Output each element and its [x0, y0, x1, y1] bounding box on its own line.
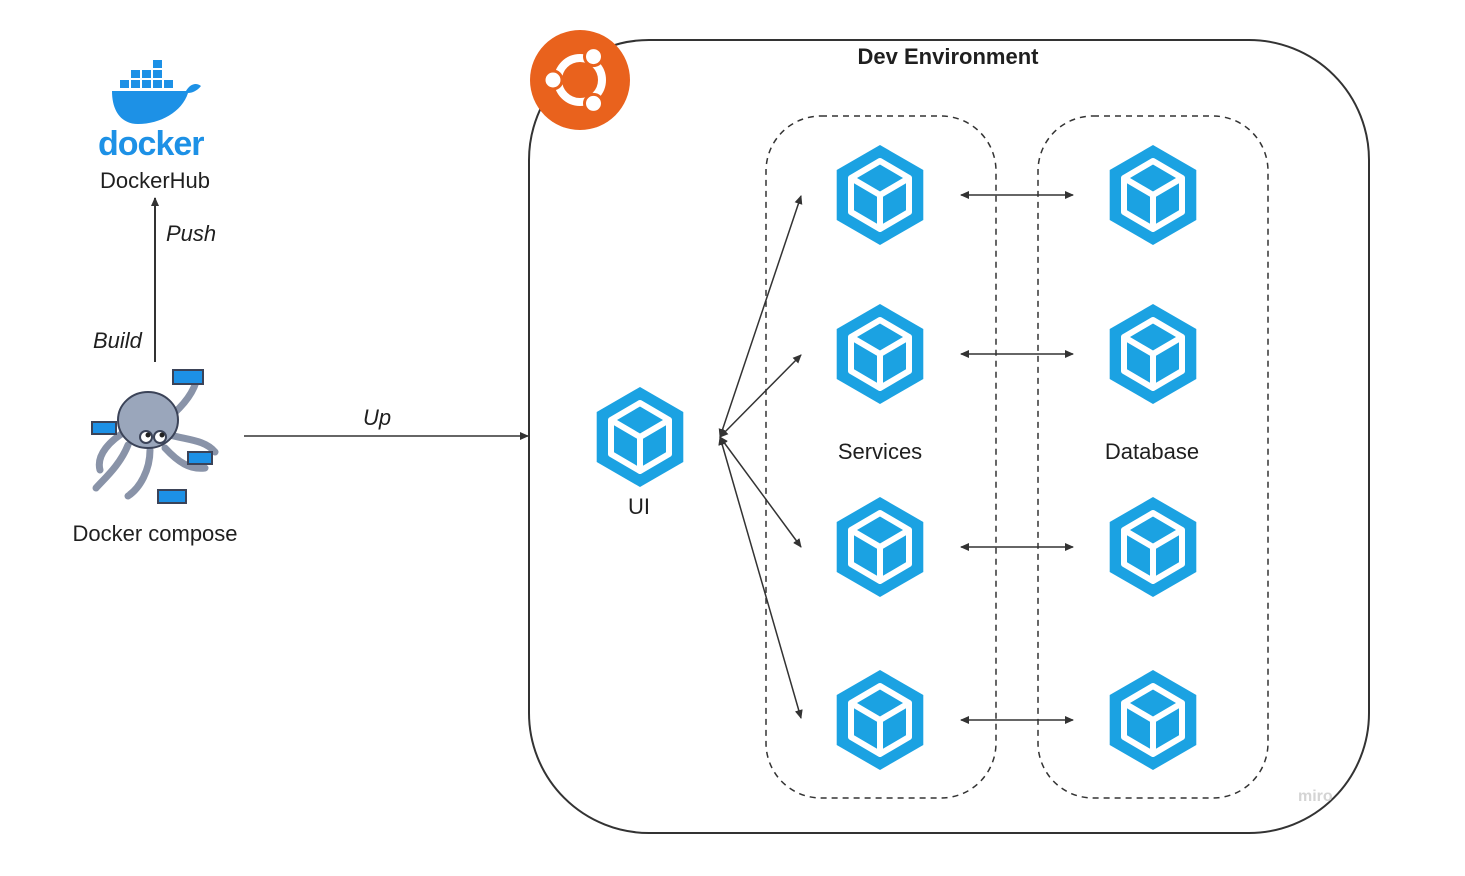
database-group: [1037, 115, 1269, 799]
docker-whale-icon: [112, 60, 201, 124]
ui-service-4-arrow: [718, 436, 803, 719]
service-4-container-icon: [837, 670, 924, 770]
ui-service-1-arrow: [718, 195, 803, 438]
docker-compose-label: Docker compose: [72, 521, 238, 546]
dev-environment-container: [528, 39, 1370, 834]
database-4-container-icon: [1110, 670, 1197, 770]
ui-service-2-arrow: [719, 354, 802, 438]
ui-label: UI: [628, 494, 650, 519]
up-label: Up: [363, 405, 392, 430]
dev-environment-title: Dev Environment: [857, 44, 1039, 69]
database-2-container-icon: [1110, 304, 1197, 404]
octopus-compose-icon: [91, 369, 219, 504]
service-2-container-icon: [837, 304, 924, 404]
services-label: Services: [837, 439, 923, 464]
push-label: Push: [166, 221, 217, 246]
database-1-container-icon: [1110, 145, 1197, 245]
service-1-container-icon: [837, 145, 924, 245]
docker-logo-text: docker: [98, 125, 204, 163]
dockerhub-label: DockerHub: [99, 168, 211, 193]
database-3-container-icon: [1110, 497, 1197, 597]
build-label: Build: [93, 328, 142, 353]
miro-watermark: miro: [1298, 788, 1333, 805]
database-label: Database: [1104, 439, 1200, 464]
service-3-container-icon: [837, 497, 924, 597]
ubuntu-logo-icon: [530, 30, 630, 130]
ui-service-3-arrow: [719, 436, 802, 548]
ui-container-icon: [597, 387, 684, 487]
